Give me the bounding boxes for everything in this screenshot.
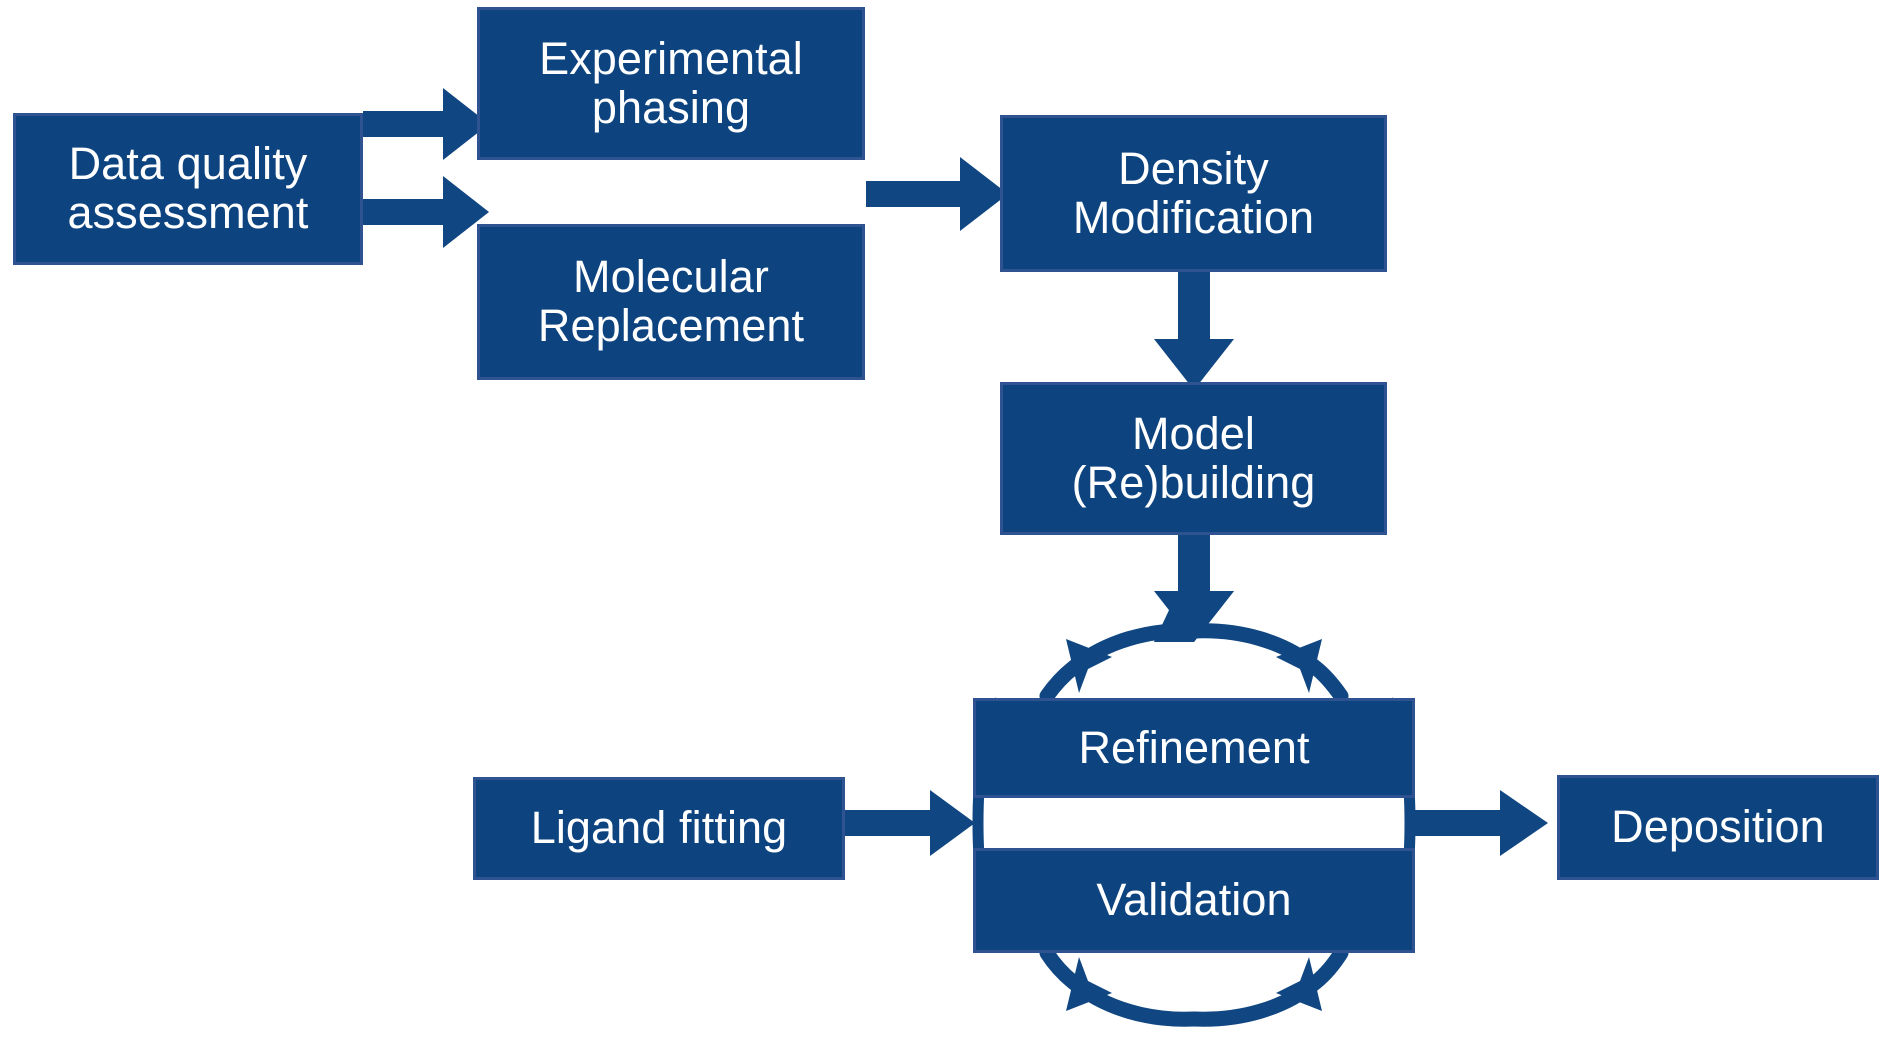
arrow-phasing-to-density-modification [866, 157, 1008, 231]
node-model-rebuilding[interactable]: Model (Re)building [1000, 382, 1387, 535]
node-data-quality-assessment[interactable]: Data quality assessment [13, 113, 363, 265]
node-validation-label: Validation [1096, 874, 1292, 926]
arrow-density-modification-to-model-rebuilding [1154, 272, 1234, 390]
node-ligand-fitting-label: Ligand fitting [530, 802, 788, 854]
node-data-quality-assessment-label: Data quality assessment [67, 138, 309, 238]
node-deposition[interactable]: Deposition [1557, 775, 1879, 880]
arrow-model-rebuilding-to-refinement [1154, 535, 1234, 642]
cycle-arc-bottom-right [1186, 945, 1349, 1027]
cycle-arc-bottom-left [1039, 945, 1202, 1027]
arrow-ligand-fitting-to-cycle [845, 790, 975, 856]
node-experimental-phasing[interactable]: Experimental phasing [477, 7, 865, 160]
arrow-data-quality-to-experimental-phasing [363, 88, 489, 160]
node-refinement[interactable]: Refinement [973, 698, 1415, 798]
arrow-cycle-to-deposition [1412, 790, 1548, 856]
node-molecular-replacement[interactable]: Molecular Replacement [477, 224, 865, 380]
node-ligand-fitting[interactable]: Ligand fitting [473, 777, 845, 880]
node-molecular-replacement-label: Molecular Replacement [537, 251, 805, 351]
arrow-data-quality-to-molecular-replacement [363, 176, 489, 248]
node-experimental-phasing-label: Experimental phasing [539, 32, 803, 133]
cycle-arc-top-left [1039, 623, 1202, 704]
node-density-modification-label: Density Modification [1072, 142, 1315, 243]
node-deposition-label: Deposition [1611, 801, 1825, 853]
node-model-rebuilding-label: Model (Re)building [1071, 407, 1316, 508]
node-validation[interactable]: Validation [973, 848, 1415, 953]
cycle-arc-top-right [1186, 623, 1349, 704]
node-density-modification[interactable]: Density Modification [1000, 115, 1387, 272]
node-refinement-label: Refinement [1078, 721, 1310, 773]
